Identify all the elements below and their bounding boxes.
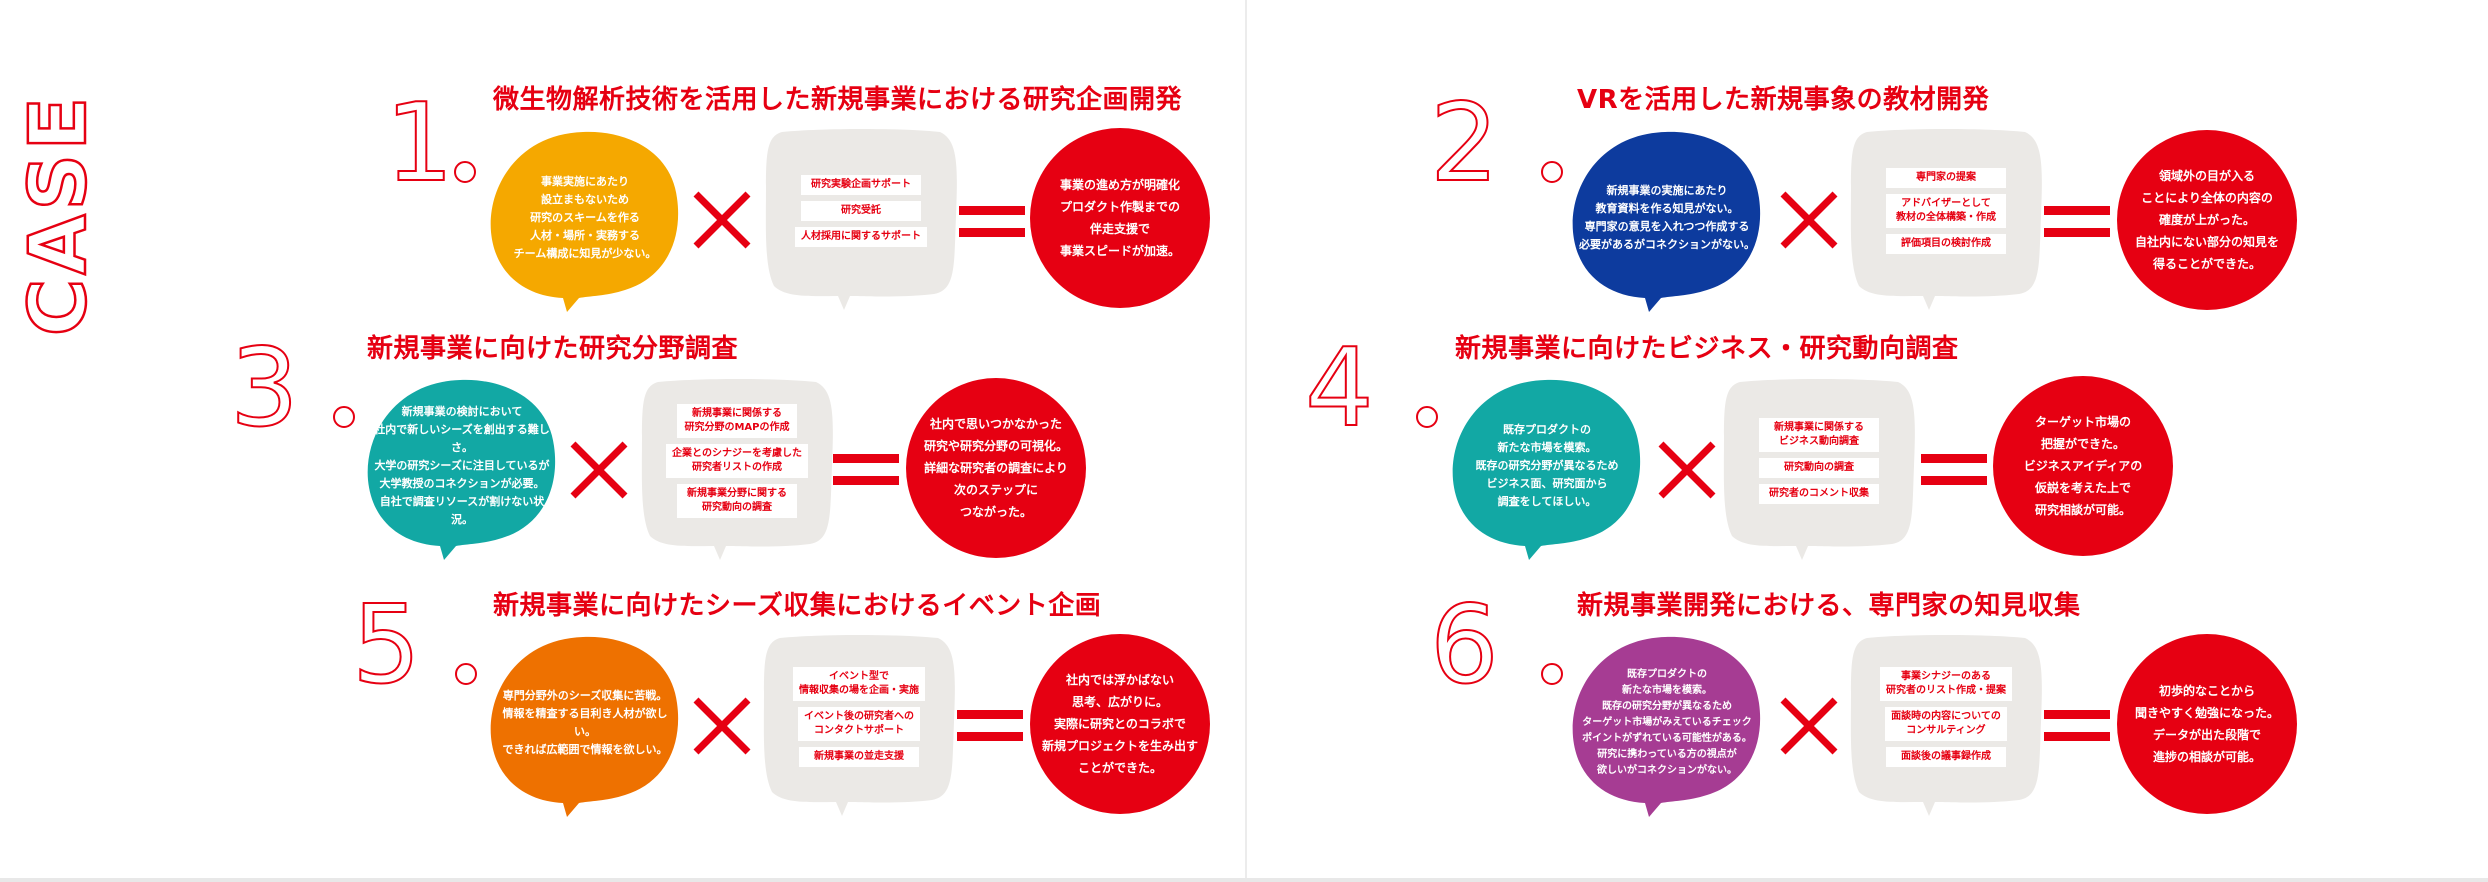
service-item: 評価項目の検討作成 (1886, 234, 2006, 254)
svg-text:5: 5 (352, 583, 421, 708)
bubble-fill (367, 379, 556, 560)
case-title: 新規事業に向けた研究分野調査 (367, 334, 739, 364)
multiply-sign (1658, 441, 1716, 499)
service-bubble: 新規事業に関係する ビジネス動向調査 研究動向の調査 研究者のコメント収集 (1720, 376, 1918, 581)
case-label-text: CASE (25, 93, 104, 336)
service-item: 企業とのシナジーを考慮した 研究者リストの作成 (666, 444, 808, 478)
service-item: 新規事業の並走支援 (799, 747, 919, 767)
service-item: 研究者のコメント収集 (1759, 484, 1879, 504)
service-item: 研究受託 (801, 201, 921, 221)
service-list: イベント型で 情報収集の場を企画・実施 イベント後の研究者への コンタクトサポー… (778, 650, 940, 784)
challenge-text: 既存プロダクトの 新たな市場を模索。 既存の研究分野が異なるため ターゲット市場… (1582, 669, 1752, 776)
bubble-fill (1572, 131, 1761, 312)
service-list: 専門家の提案 アドバイザーとして 教材の全体構築・作成 評価項目の検討作成 (1865, 144, 2027, 278)
result-circle: 社内で思いつかなかった 研究や研究分野の可視化。 詳細な研究者の調査により 次の… (906, 378, 1086, 558)
result-circle: 初歩的なことから 聞きやすく勉強になった。 データが出た段階で 進捗の相談が可能… (2117, 634, 2297, 814)
service-item: 研究実験企画サポート (801, 175, 921, 195)
service-bubble: 専門家の提案 アドバイザーとして 教材の全体構築・作成 評価項目の検討作成 (1847, 126, 2045, 331)
service-list: 新規事業に関係する ビジネス動向調査 研究動向の調査 研究者のコメント収集 (1738, 394, 1900, 528)
result-circle: ターゲット市場の 把握ができた。 ビジネスアイディアの 仮説を考えた上で 研究相… (1993, 376, 2173, 556)
equals-sign (833, 440, 899, 500)
multiply-sign (693, 697, 751, 755)
svg-text:6: 6 (1430, 583, 1499, 708)
case-title: VRを活用した新規事象の教材開発 (1577, 85, 1990, 115)
service-item: 面談後の議事録作成 (1886, 747, 2006, 767)
case-number: 5 (351, 582, 477, 709)
multiply-sign (1780, 697, 1838, 755)
service-bubble: 新規事業に関係する 研究分野のMAPの作成 企業とのシナジーを考慮した 研究者リ… (638, 376, 836, 581)
service-item: 研究動向の調査 (1759, 458, 1879, 478)
service-bubble: イベント型で 情報収集の場を企画・実施 イベント後の研究者への コンタクトサポー… (760, 632, 958, 837)
service-item: イベント後の研究者への コンタクトサポート (798, 707, 920, 741)
equals-sign (957, 696, 1023, 756)
case-number: 3 (229, 325, 355, 452)
bubble-shape (1452, 379, 1641, 560)
service-item: 専門家の提案 (1886, 168, 2006, 188)
multiply-sign (570, 441, 628, 499)
equals-sign (959, 192, 1025, 252)
case-title: 新規事業開発における、専門家の知見収集 (1577, 591, 2081, 621)
bubble-fill (490, 131, 679, 312)
service-item: アドバイザーとして 教材の全体構築・作成 (1886, 194, 2006, 228)
case-number: 1 (384, 80, 476, 207)
case-title: 微生物解析技術を活用した新規事業における研究企画開発 (493, 85, 1183, 115)
service-list: 事業シナジーのある 研究者のリスト作成・提案 面談時の内容についての コンサルテ… (1865, 650, 2027, 784)
service-item: 新規事業分野に関する 研究動向の調査 (677, 484, 797, 518)
equals-sign (2044, 696, 2110, 756)
service-bubble: 研究実験企画サポート 研究受託 人材採用に関するサポート (762, 126, 960, 331)
svg-text:1: 1 (385, 81, 454, 206)
result-circle: 社内では浮かばない 思考、広がりに。 実際に研究とのコラボで 新規プロジェクトを… (1030, 634, 1210, 814)
challenge-bubble: 専門分野外のシーズ収集に苦戦。 情報を精査する目利き人材が欲しい。 できれば広範… (485, 633, 685, 838)
svg-text:2: 2 (1430, 81, 1499, 206)
bubble-shape (490, 636, 679, 817)
service-list: 研究実験企画サポート 研究受託 人材採用に関するサポート (780, 144, 942, 278)
bubble-fill (1452, 379, 1641, 560)
challenge-text: 既存プロダクトの 新たな市場を模索。 既存の研究分野が異なるため ビジネス面、研… (1475, 423, 1619, 508)
service-item: 新規事業に関係する 研究分野のMAPの作成 (677, 404, 797, 438)
case-number: 2 (1429, 80, 1563, 207)
equals-sign (2044, 192, 2110, 252)
bubble-shape (490, 131, 679, 312)
bubble-shape (1572, 131, 1761, 312)
bubble-fill (1572, 636, 1761, 817)
case-title: 新規事業に向けたビジネス・研究動向調査 (1455, 334, 1959, 364)
svg-text:3: 3 (230, 326, 299, 451)
case-title: 新規事業に向けたシーズ収集におけるイベント企画 (493, 591, 1102, 621)
page-spread-divider (1245, 0, 1247, 882)
challenge-text: 専門分野外のシーズ収集に苦戦。 情報を精査する目利き人材が欲しい。 できれば広範… (502, 689, 668, 756)
svg-text:4: 4 (1305, 326, 1374, 451)
challenge-bubble: 新規事業の実施にあたり 教育資料を作る知見がない。 専門家の意見を入れつつ作成す… (1567, 128, 1767, 333)
service-bubble: 事業シナジーのある 研究者のリスト作成・提案 面談時の内容についての コンサルテ… (1847, 632, 2045, 837)
case-side-label: CASE (25, 92, 105, 338)
service-item: 事業シナジーのある 研究者のリスト作成・提案 (1880, 667, 2012, 701)
challenge-bubble: 新規事業の検討において 社内で新しいシーズを創出する難しさ。 大学の研究シーズに… (362, 376, 562, 581)
result-circle: 事業の進め方が明確化 プロダクト作製までの 伴走支援で 事業スピードが加速。 (1030, 128, 1210, 308)
case-number: 4 (1304, 325, 1438, 452)
service-item: イベント型で 情報収集の場を企画・実施 (793, 667, 925, 701)
challenge-bubble: 既存プロダクトの 新たな市場を模索。 既存の研究分野が異なるため ビジネス面、研… (1447, 376, 1647, 581)
case-number: 6 (1429, 582, 1563, 709)
service-item: 新規事業に関係する ビジネス動向調査 (1759, 418, 1879, 452)
challenge-text: 新規事業の検討において 社内で新しいシーズを創出する難しさ。 大学の研究シーズに… (374, 405, 550, 526)
challenge-text: 新規事業の実施にあたり 教育資料を作る知見がない。 専門家の意見を入れつつ作成す… (1579, 184, 1755, 251)
challenge-bubble: 既存プロダクトの 新たな市場を模索。 既存の研究分野が異なるため ターゲット市場… (1567, 633, 1767, 838)
multiply-sign (693, 191, 751, 249)
bubble-fill (490, 636, 679, 817)
bubble-shape (367, 379, 556, 560)
multiply-sign (1780, 191, 1838, 249)
challenge-bubble: 事業実施にあたり 設立まもないため 研究のスキームを作る 人材・場所・実務する … (485, 128, 685, 333)
service-item: 人材採用に関するサポート (795, 227, 927, 247)
equals-sign (1921, 440, 1987, 500)
bubble-shape (1572, 636, 1761, 817)
page-bottom-edge (0, 878, 2488, 882)
service-list: 新規事業に関係する 研究分野のMAPの作成 企業とのシナジーを考慮した 研究者リ… (656, 394, 818, 528)
service-item: 面談時の内容についての コンサルティング (1885, 707, 2007, 741)
result-circle: 領域外の目が入る ことにより全体の内容の 確度が上がった。 自社内にない部分の知… (2117, 130, 2297, 310)
challenge-text: 事業実施にあたり 設立まもないため 研究のスキームを作る 人材・場所・実務する … (513, 175, 657, 260)
